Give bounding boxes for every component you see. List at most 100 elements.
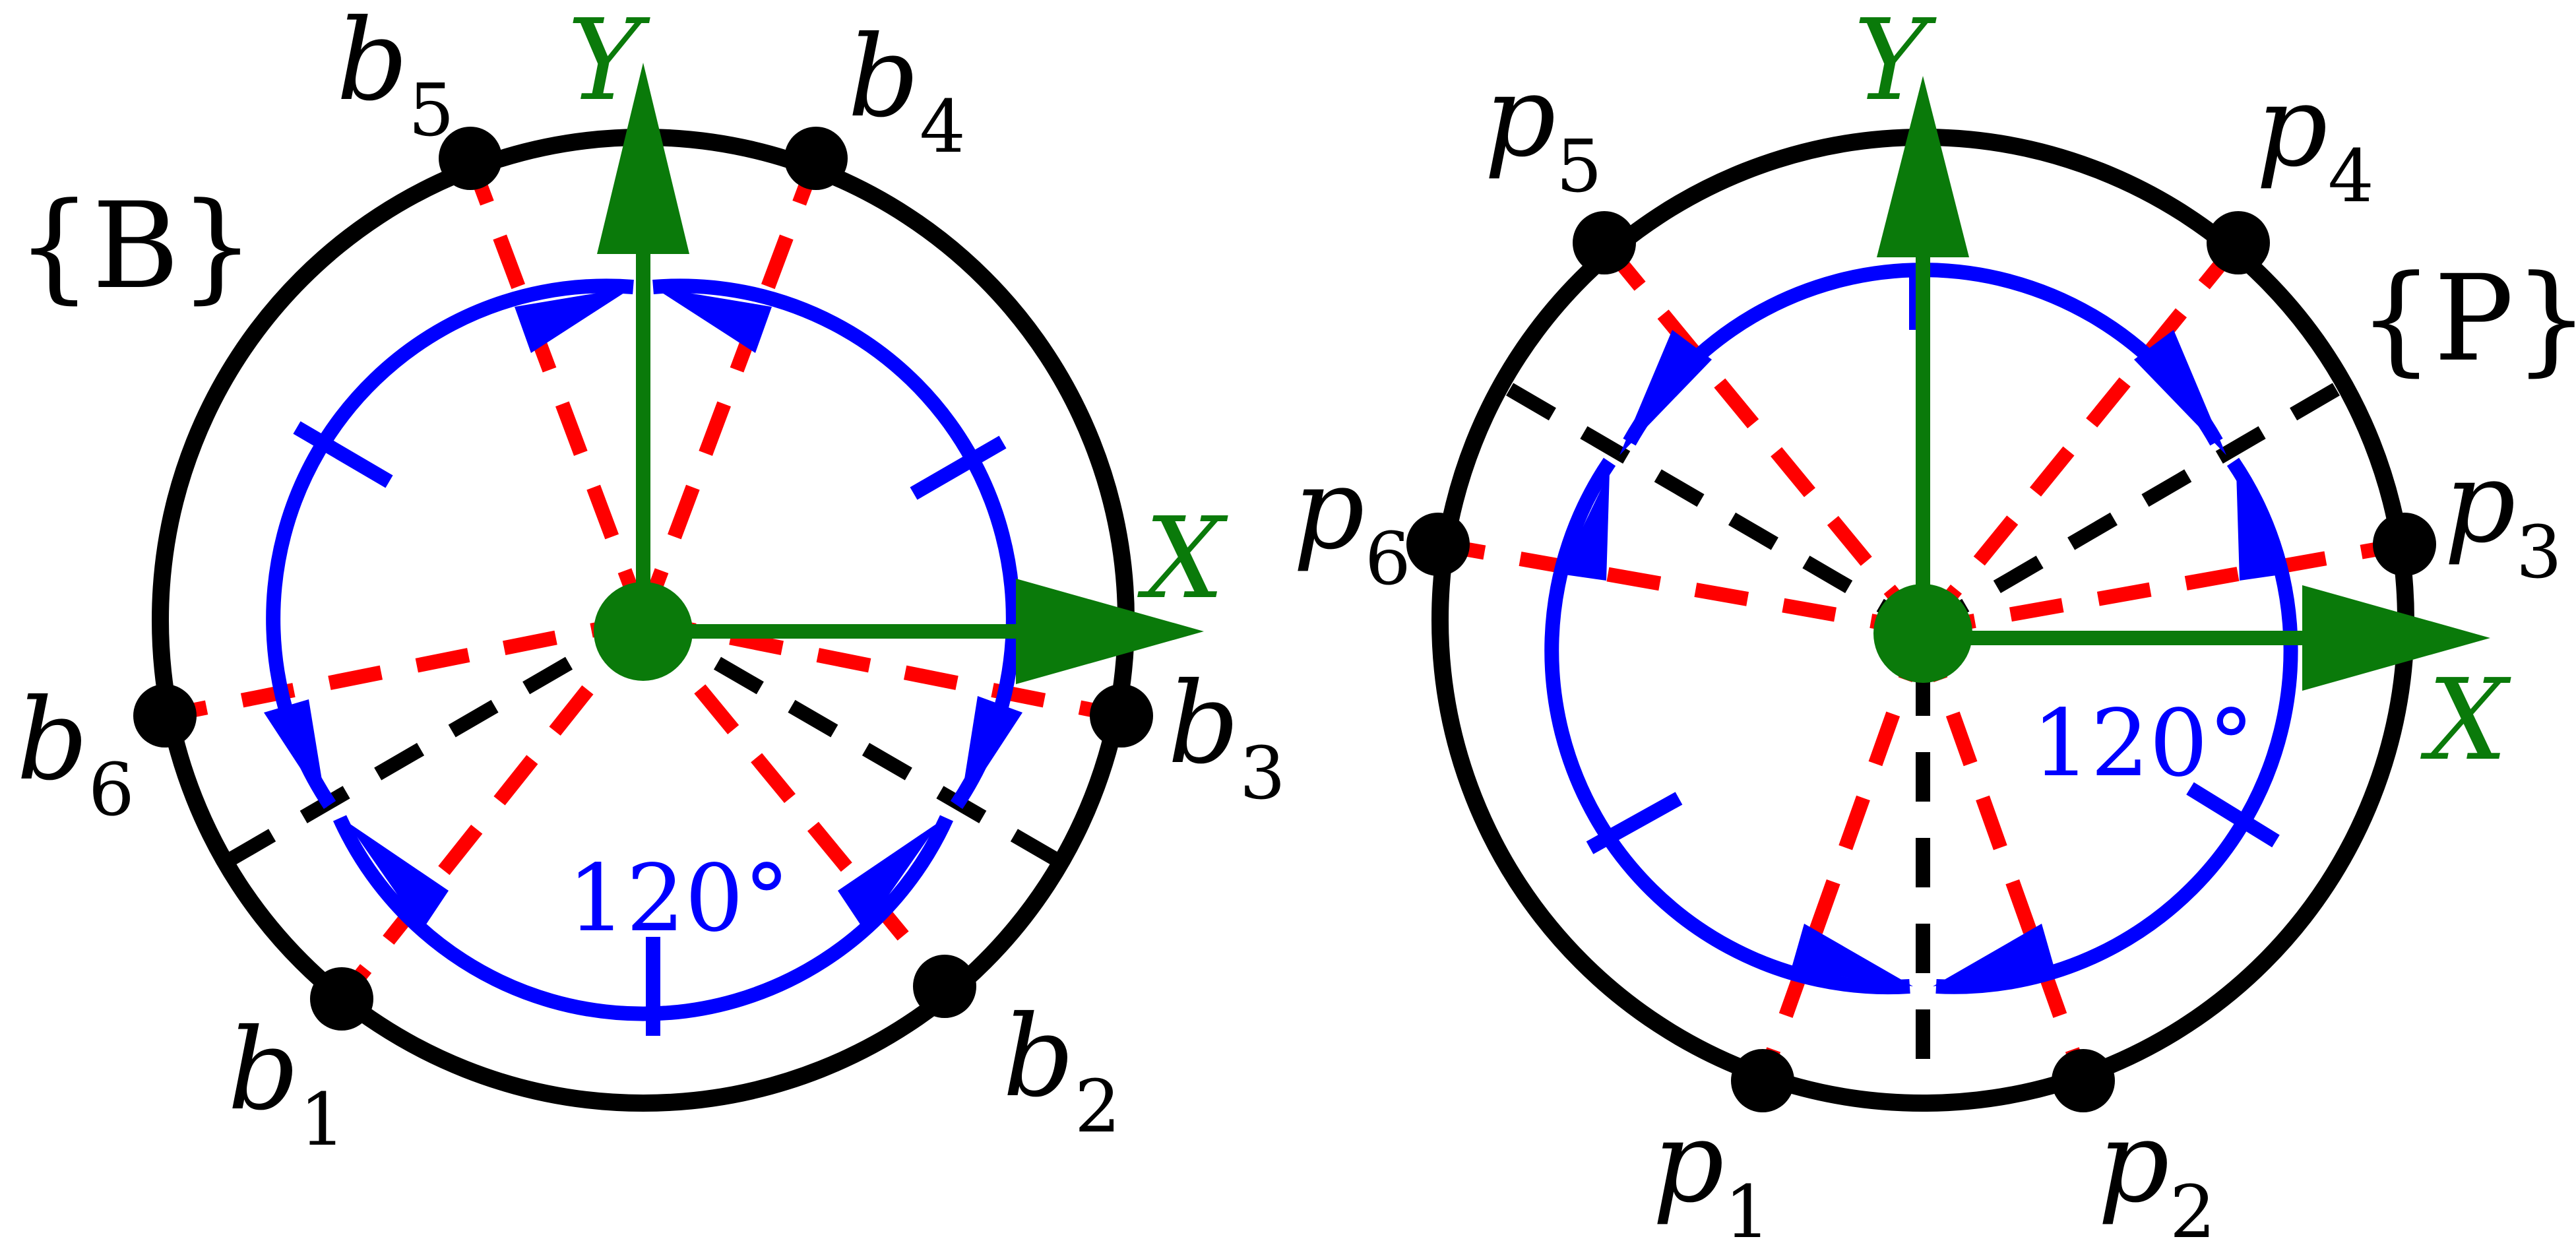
base-label-b3: b3 — [1168, 658, 1286, 815]
arrowhead-icon — [2134, 330, 2226, 455]
platform-ray-p6 — [1437, 537, 1924, 637]
point-letter: p — [1293, 444, 1365, 575]
point-letter: b — [16, 675, 88, 806]
point-index: 2 — [2170, 1170, 2216, 1241]
arrowhead-icon — [838, 821, 940, 930]
arrowhead-icon — [515, 287, 633, 353]
point-letter: p — [1484, 51, 1556, 182]
base-label-b5: b5 — [336, 0, 455, 152]
point-letter: p — [2256, 61, 2328, 192]
platform-frame-label: {P} — [2358, 250, 2576, 388]
base-ray-b6 — [163, 613, 645, 723]
platform-ray-p4 — [1917, 238, 2244, 635]
platform-origin-dot — [1873, 584, 1972, 683]
base-arc-right — [652, 278, 1021, 810]
base-y-axis-arrowhead-icon — [597, 63, 689, 254]
platform-point-p1 — [1731, 1049, 1794, 1112]
base-axes — [636, 254, 1016, 639]
base-x-axis-label: X — [1137, 493, 1228, 624]
platform-ray-p1 — [1755, 627, 1930, 1083]
base-x-axis-arrowhead-icon — [1016, 579, 1204, 684]
point-letter: p — [2098, 1097, 2170, 1228]
base-arc-arrowheads — [264, 287, 1022, 930]
point-letter: p — [1652, 1097, 1724, 1228]
point-index: 1 — [1724, 1170, 1771, 1241]
arrowhead-icon — [653, 287, 772, 353]
point-letter: p — [2444, 437, 2516, 568]
platform-arc-left — [1544, 457, 1910, 995]
base-blue-arcs — [266, 278, 1021, 1036]
point-letter: b — [1003, 992, 1075, 1122]
platform-x-axis-label: X — [2420, 655, 2511, 786]
base-anchor-points — [133, 127, 1153, 1031]
point-index: 5 — [1556, 124, 1602, 208]
base-ray-b3 — [641, 613, 1123, 723]
platform-angle-label: 120° — [2032, 690, 2254, 798]
base-point-b1 — [310, 967, 373, 1031]
base-point-b6 — [133, 684, 197, 748]
platform-label-p3: p3 — [2444, 437, 2562, 594]
platform-ray-p5 — [1598, 238, 1929, 635]
point-index: 6 — [88, 748, 135, 832]
point-letter: b — [848, 12, 920, 143]
platform-divider-lines — [1500, 379, 2346, 1098]
base-arc-tick-left — [293, 421, 393, 488]
platform-point-p3 — [2373, 513, 2436, 576]
base-frame-label: {B} — [16, 177, 255, 315]
point-index: 5 — [408, 68, 455, 152]
arrowhead-icon — [264, 699, 327, 808]
point-letter: b — [228, 1005, 299, 1135]
point-index: 2 — [1075, 1064, 1121, 1149]
platform-arc-tick-left — [1586, 792, 1683, 854]
base-label-b2: b2 — [1003, 992, 1121, 1149]
platform-point-p4 — [2207, 211, 2270, 274]
base-arc-bottom — [332, 815, 954, 1021]
platform-label-p6: p6 — [1293, 444, 1411, 601]
base-angle-label: 120° — [567, 845, 790, 953]
platform-arc-arrowheads — [1560, 330, 2286, 986]
base-label-b1: b1 — [228, 1005, 346, 1162]
arrowhead-icon — [1619, 330, 1712, 455]
arrowhead-icon — [1791, 924, 1913, 986]
base-point-b5 — [439, 127, 502, 190]
base-y-axis-label: Y — [567, 0, 650, 126]
platform-frame-panel: {P} Y X 120° p1 p2 p3 p4 p5 p6 — [1293, 0, 2576, 1241]
platform-axes — [1916, 257, 2302, 645]
base-point-b2 — [913, 955, 976, 1018]
point-letter: b — [336, 0, 408, 126]
platform-arc-tick-right — [2186, 782, 2280, 848]
platform-anchor-points — [1406, 211, 2436, 1112]
base-arc-left — [266, 278, 634, 810]
platform-label-p4: p4 — [2256, 61, 2374, 218]
point-index: 3 — [2516, 510, 2562, 594]
arrowhead-icon — [1933, 924, 2055, 986]
base-arc-tick-right — [910, 435, 1007, 500]
platform-label-p1: p1 — [1652, 1097, 1771, 1241]
base-rays — [163, 156, 1123, 1003]
base-ray-b2 — [637, 616, 951, 991]
base-label-b4: b4 — [848, 12, 966, 169]
arrowhead-icon — [2236, 472, 2286, 581]
point-index: 1 — [299, 1077, 346, 1162]
platform-ray-p3 — [1922, 537, 2406, 637]
point-index: 4 — [920, 84, 966, 169]
platform-label-p5: p5 — [1484, 51, 1602, 208]
platform-y-axis-arrowhead-icon — [1877, 76, 1969, 257]
arrowhead-icon — [960, 696, 1022, 808]
platform-point-p5 — [1573, 211, 1636, 274]
base-point-b4 — [784, 127, 848, 190]
arrowhead-icon — [1560, 472, 1610, 581]
point-index: 4 — [2328, 134, 2374, 218]
point-index: 3 — [1240, 731, 1286, 815]
platform-y-axis-label: Y — [1854, 0, 1937, 126]
arrowhead-icon — [346, 821, 449, 930]
base-ray-b1 — [336, 616, 649, 1003]
point-index: 6 — [1365, 517, 1411, 601]
base-label-b6: b6 — [16, 675, 135, 832]
base-frame-panel: {B} Y X 120° b1 b2 b3 b4 b5 b6 — [16, 0, 1286, 1162]
platform-point-p2 — [2052, 1049, 2115, 1112]
platform-point-p6 — [1406, 513, 1470, 576]
base-point-b3 — [1090, 684, 1153, 748]
point-letter: b — [1168, 658, 1240, 789]
